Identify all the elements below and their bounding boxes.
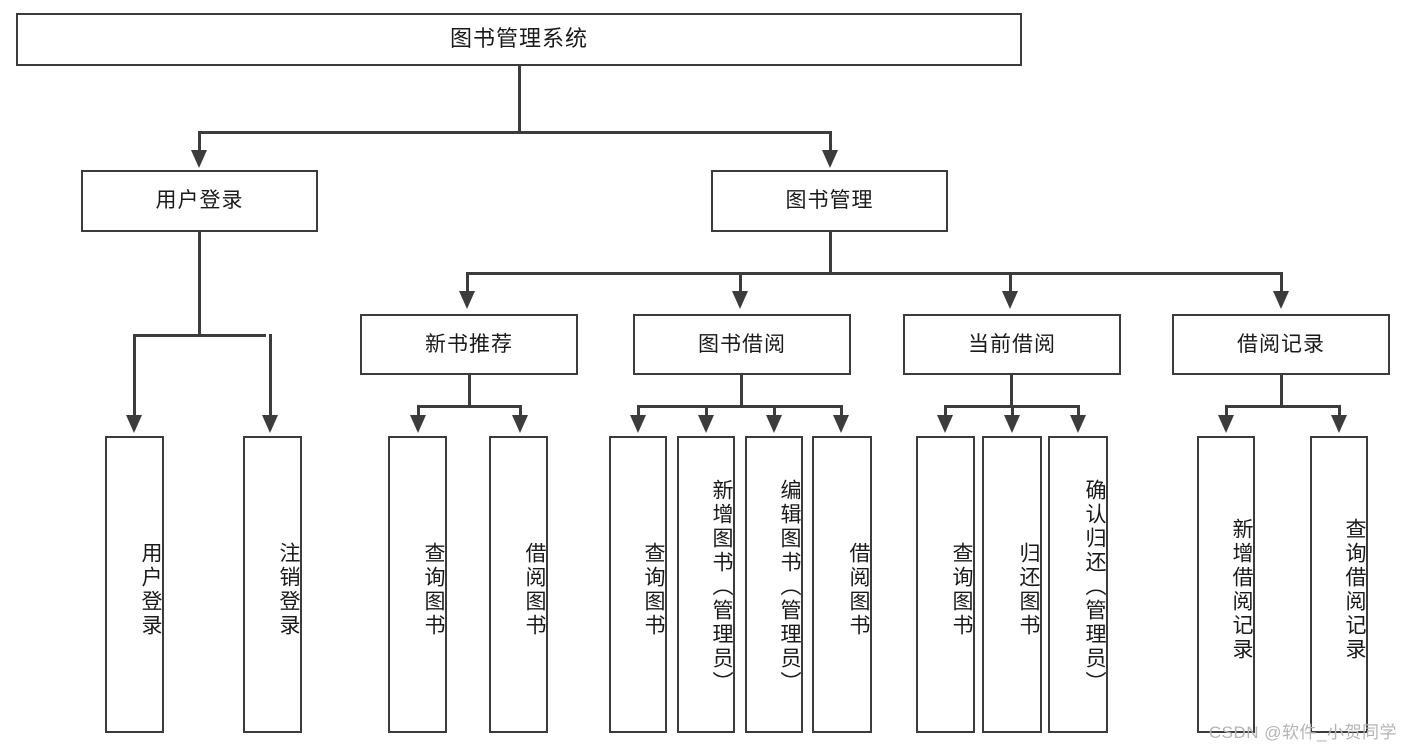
connector-book-borrow-leaf-2 (705, 405, 708, 418)
node-root-library-system[interactable]: 图书管理系统 (16, 13, 1022, 66)
arrowhead-current-borrow-leaf-1 (937, 415, 953, 433)
connector-user-login-bus (133, 334, 266, 337)
connector-borrow-record-leaf-1 (1225, 405, 1228, 418)
leaf-new-book-borrow-book[interactable]: 借阅图书 (489, 436, 548, 733)
connector-borrow-record-bus (1225, 405, 1339, 408)
arrowhead-to-borrow-record (1273, 291, 1289, 309)
arrowhead-new-book-leaf-1 (410, 415, 426, 433)
arrowhead-to-current-borrow (1002, 291, 1018, 309)
node-book-borrow[interactable]: 图书借阅 (633, 314, 851, 375)
connector-current-borrow-leaf-1 (944, 405, 947, 418)
connector-book-borrow-stem (740, 375, 743, 405)
connector-book-borrow-leaf-4 (840, 405, 843, 418)
arrowhead-root-to-book-manage (822, 150, 838, 168)
connector-borrow-record-leaf-2 (1338, 405, 1341, 418)
node-current-borrow[interactable]: 当前借阅 (903, 314, 1121, 375)
connector-book-borrow-leaf-3 (773, 405, 776, 418)
leaf-borrow-record-add-record[interactable]: 新增借阅记录 (1197, 436, 1255, 733)
arrowhead-user-login-leaf-2 (262, 415, 278, 433)
leaf-book-borrow-add-book-admin[interactable]: 新增图书（管理员） (677, 436, 735, 733)
arrowhead-current-borrow-leaf-3 (1070, 415, 1086, 433)
leaf-book-borrow-edit-book-admin[interactable]: 编辑图书（管理员） (745, 436, 803, 733)
arrowhead-book-borrow-leaf-4 (833, 415, 849, 433)
leaf-book-borrow-query-book[interactable]: 查询图书 (609, 436, 667, 733)
connector-borrow-record-stem (1280, 375, 1283, 405)
connector-to-current-borrow (1009, 272, 1012, 294)
leaf-book-borrow-borrow-book[interactable]: 借阅图书 (812, 436, 872, 733)
leaf-new-book-query-book[interactable]: 查询图书 (388, 436, 447, 733)
connector-current-borrow-leaf-3 (1077, 405, 1080, 418)
arrowhead-to-book-borrow (732, 291, 748, 309)
connector-new-book-leaf-1 (417, 405, 420, 418)
connector-new-book-bus (417, 405, 521, 408)
arrowhead-book-borrow-leaf-2 (698, 415, 714, 433)
connector-user-login-leaf-1 (133, 334, 136, 418)
leaf-current-borrow-confirm-return-admin[interactable]: 确认归还（管理员） (1048, 436, 1108, 733)
connector-current-borrow-stem (1010, 375, 1013, 405)
connector-to-book-borrow (739, 272, 742, 294)
connector-to-borrow-record (1280, 272, 1283, 294)
node-book-management[interactable]: 图书管理 (711, 170, 948, 232)
leaf-user-login-login[interactable]: 用户登录 (105, 436, 164, 733)
connector-root-to-book-manage (829, 131, 832, 153)
connector-root-to-user-login (198, 131, 201, 153)
connector-to-new-book-recommend (466, 272, 469, 294)
connector-book-borrow-bus (637, 405, 842, 408)
leaf-borrow-record-query-record[interactable]: 查询借阅记录 (1310, 436, 1368, 733)
node-user-login[interactable]: 用户登录 (81, 170, 318, 232)
connector-book-manage-bus (466, 272, 1283, 275)
leaf-user-login-logout[interactable]: 注销登录 (243, 436, 302, 733)
connector-book-manage-stem (829, 232, 832, 272)
connector-new-book-leaf-2 (519, 405, 522, 418)
connector-user-login-leaf-2 (269, 334, 272, 418)
arrowhead-user-login-leaf-1 (126, 415, 142, 433)
connector-current-borrow-leaf-2 (1011, 405, 1014, 418)
node-new-book-recommend[interactable]: 新书推荐 (360, 314, 578, 375)
arrowhead-book-borrow-leaf-3 (766, 415, 782, 433)
connector-new-book-stem (468, 375, 471, 405)
arrowhead-borrow-record-leaf-2 (1331, 415, 1347, 433)
arrowhead-borrow-record-leaf-1 (1218, 415, 1234, 433)
connector-root-stem (518, 66, 521, 131)
connector-user-login-stem (198, 232, 201, 334)
leaf-current-borrow-return-book[interactable]: 归还图书 (982, 436, 1042, 733)
arrowhead-book-borrow-leaf-1 (630, 415, 646, 433)
arrowhead-root-to-user-login (191, 150, 207, 168)
arrowhead-current-borrow-leaf-2 (1004, 415, 1020, 433)
csdn-watermark: CSDN @软件_小贺同学 (1208, 723, 1397, 742)
arrowhead-new-book-leaf-2 (512, 415, 528, 433)
arrowhead-to-new-book-recommend (459, 291, 475, 309)
node-borrow-record[interactable]: 借阅记录 (1172, 314, 1390, 375)
connector-book-borrow-leaf-1 (637, 405, 640, 418)
leaf-current-borrow-query-book[interactable]: 查询图书 (916, 436, 975, 733)
connector-root-bus (198, 131, 832, 134)
